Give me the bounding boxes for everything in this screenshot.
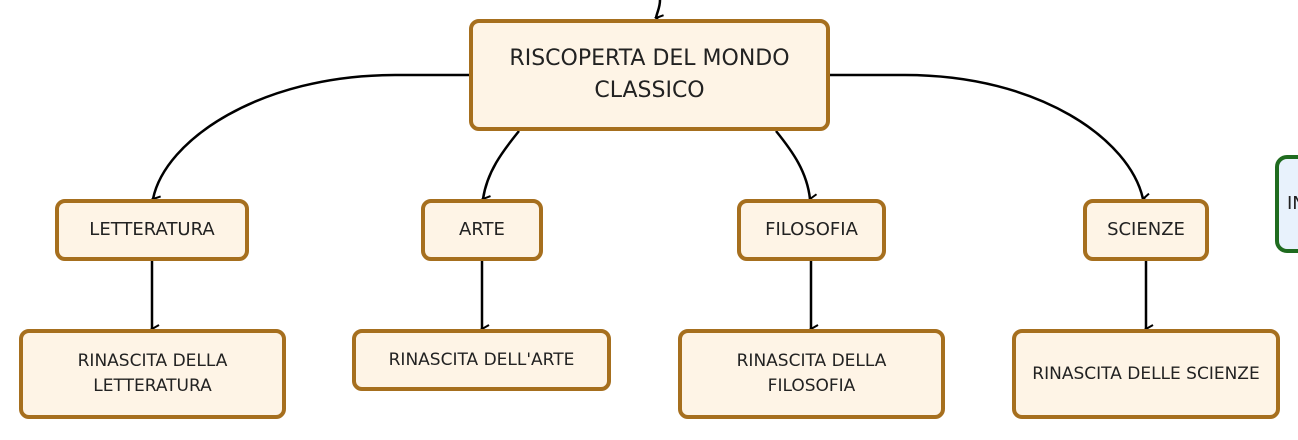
category-label: SCIENZE [1107, 218, 1185, 240]
edge-parent-to-root [656, 0, 660, 18]
category-node-scienze[interactable]: SCIENZE [1083, 199, 1209, 261]
root-node-label: RISCOPERTA DEL MONDO CLASSICO [509, 46, 790, 103]
edge-root-to-arte [483, 130, 520, 199]
leaf-node-arte[interactable]: RINASCITA DELL'ARTE [352, 329, 611, 391]
leaf-label: RINASCITA DELLA FILOSOFIA [736, 351, 887, 396]
leaf-label: RINASCITA DELL'ARTE [388, 349, 575, 370]
side-node-label: IN [1287, 193, 1298, 214]
category-label: ARTE [459, 218, 505, 240]
category-node-arte[interactable]: ARTE [421, 199, 543, 261]
edge-root-to-filosofia [775, 130, 810, 199]
side-node-partial[interactable]: IN [1275, 155, 1298, 253]
leaf-label: RINASCITA DELLA LETTERATURA [77, 351, 228, 396]
category-label: FILOSOFIA [765, 218, 858, 240]
edge-root-to-scienze [830, 73, 1143, 199]
leaf-node-letteratura[interactable]: RINASCITA DELLA LETTERATURA [19, 329, 286, 419]
root-node[interactable]: RISCOPERTA DEL MONDO CLASSICO [469, 19, 830, 131]
leaf-node-filosofia[interactable]: RINASCITA DELLA FILOSOFIA [678, 329, 945, 419]
leaf-label: RINASCITA DELLE SCIENZE [1032, 363, 1260, 384]
edge-root-to-letteratura [153, 73, 469, 199]
leaf-node-scienze[interactable]: RINASCITA DELLE SCIENZE [1012, 329, 1280, 419]
category-node-filosofia[interactable]: FILOSOFIA [737, 199, 886, 261]
category-node-letteratura[interactable]: LETTERATURA [55, 199, 249, 261]
category-label: LETTERATURA [89, 218, 215, 240]
